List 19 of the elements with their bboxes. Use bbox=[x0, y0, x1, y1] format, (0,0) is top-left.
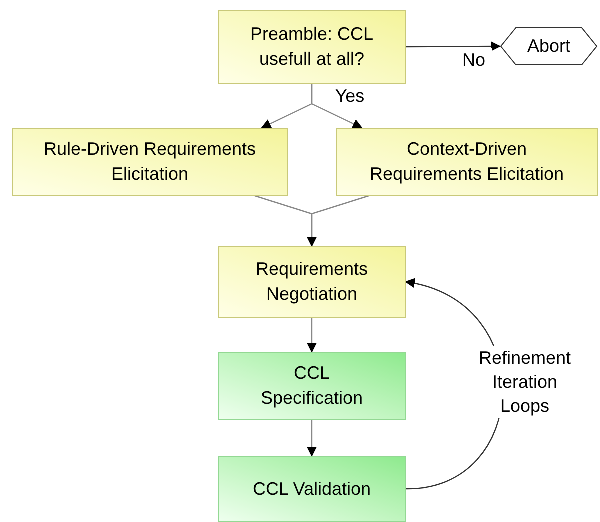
process-box bbox=[218, 456, 406, 522]
process-box bbox=[12, 128, 288, 196]
node-label: Abort bbox=[527, 35, 571, 58]
arrow bbox=[406, 42, 501, 52]
terminator-hexagon bbox=[500, 27, 598, 66]
process-box bbox=[218, 352, 406, 420]
node-label: Context-Driven Requirements Elicitation bbox=[368, 138, 566, 186]
node-label: Rule-Driven Requirements Elicitation bbox=[42, 138, 258, 186]
node-label: Preamble: CCL usefull at all? bbox=[249, 23, 375, 71]
node-label: Requirements Negotiation bbox=[254, 258, 370, 306]
node-label: CCL Validation bbox=[252, 478, 372, 500]
process-box bbox=[218, 246, 406, 318]
arrow bbox=[307, 195, 370, 247]
process-box bbox=[336, 128, 598, 196]
arrow bbox=[311, 84, 363, 129]
arrow bbox=[307, 318, 317, 353]
process-box bbox=[218, 10, 406, 84]
node-label: CCL Specification bbox=[260, 362, 364, 410]
arrow bbox=[307, 420, 317, 457]
